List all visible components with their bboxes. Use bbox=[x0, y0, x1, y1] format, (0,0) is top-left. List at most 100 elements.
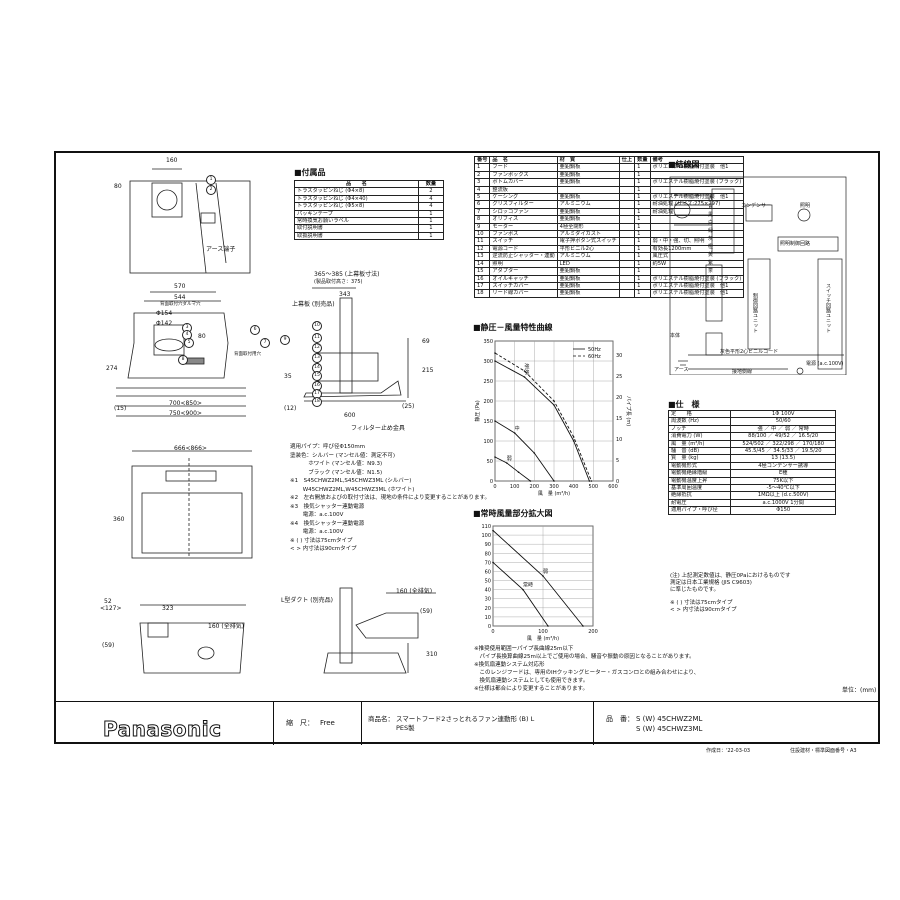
series-label: 常時 bbox=[523, 582, 533, 589]
y-tick-label: 0 bbox=[490, 479, 493, 485]
callout-circle-12: 12 bbox=[312, 343, 322, 353]
accessories-cell: トラスタッピンねじ (Φ4×8) bbox=[294, 187, 419, 196]
parts-cell: 4 bbox=[473, 185, 491, 195]
general-note: ※3 換気シャッター連動電源 bbox=[290, 503, 365, 510]
front-callout-dia154: Φ154 bbox=[156, 310, 173, 317]
y-tick-label: 80 bbox=[485, 551, 491, 557]
parts-cell bbox=[618, 252, 636, 261]
parts-cell: 12 bbox=[473, 244, 491, 254]
spec-cell: 電動機温度上昇 bbox=[667, 476, 732, 486]
callout-circle-2: 2 bbox=[206, 185, 216, 195]
series-label: 強 bbox=[525, 363, 530, 370]
spec-cell: 質 量 (kg) bbox=[667, 454, 732, 463]
y-tick-label: 10 bbox=[485, 615, 491, 621]
parts-cell: 1 bbox=[634, 267, 651, 276]
general-note: ※1 S45CHWZ2ML,S45CHWZ3ML (シルバー) bbox=[290, 478, 412, 484]
y2-tick-label: 10 bbox=[616, 437, 622, 443]
callout-circle-1: 1 bbox=[206, 175, 216, 185]
accessories-cell: トラスタッピンねじ (Φ5×8) bbox=[294, 202, 419, 211]
series-point bbox=[513, 432, 516, 434]
series-label: 弱 bbox=[507, 456, 512, 462]
series-point bbox=[533, 452, 536, 454]
dim-top-height: 80 bbox=[114, 183, 122, 190]
parts-cell: 1 bbox=[634, 252, 651, 261]
parts-cell: ケーシング bbox=[489, 193, 558, 202]
series-point bbox=[494, 456, 496, 458]
dim-666: 666<866> bbox=[174, 445, 207, 452]
accessories-cell: 取付説明書 bbox=[294, 224, 419, 233]
x-tick-label: 100 bbox=[538, 629, 548, 635]
series-line bbox=[494, 456, 531, 482]
parts-cell: フード bbox=[489, 163, 558, 172]
series-point bbox=[522, 588, 524, 591]
parts-cell: 亜鉛鋼板 bbox=[556, 207, 620, 217]
series-point bbox=[547, 625, 549, 627]
parts-cell: 1 bbox=[634, 274, 651, 283]
parts-cell bbox=[618, 244, 636, 254]
y2-tick-label: 30 bbox=[616, 353, 622, 359]
parts-cell bbox=[618, 215, 636, 224]
bottom-note: パイプ長換算曲線25m以上でご使用の場合、騒音や振動の原因となることがあります。 bbox=[474, 654, 695, 660]
accessories-cell: パッキンテープ bbox=[294, 209, 419, 219]
parts-cell: アルミニウム bbox=[556, 200, 620, 209]
parts-cell: 照明 bbox=[489, 259, 558, 269]
side-dim-25: (25) bbox=[402, 403, 415, 410]
accessories-title: ■付属品 bbox=[294, 168, 326, 177]
callout-circle-9: 9 bbox=[280, 335, 290, 345]
parts-cell: アダプター bbox=[489, 267, 558, 276]
parts-cell: 13 bbox=[473, 252, 491, 261]
series-point bbox=[572, 440, 575, 442]
bottom-note: ※換気扇連動システム対応形 bbox=[474, 662, 545, 668]
series-point bbox=[553, 480, 555, 482]
wiring-power: 電源 (a.c.100V) bbox=[806, 361, 844, 367]
parts-cell: 亜鉛鋼板 bbox=[556, 178, 620, 187]
parts-cell: スイッチ bbox=[489, 237, 558, 246]
parts-cell: 1 bbox=[634, 281, 651, 291]
spec-cell: 13 (13.5) bbox=[730, 454, 836, 463]
spec-note: < > 内寸法は90cmタイプ bbox=[670, 607, 737, 613]
spec-cell: 適用パイプ・呼び径 bbox=[667, 506, 732, 515]
spec-cell: -5～40℃以下 bbox=[730, 484, 836, 493]
model-cell: 品 番： S (W) 45CHWZ2ML S (W) 45CHWZ3ML bbox=[594, 702, 878, 745]
parts-cell: 11 bbox=[473, 237, 491, 246]
parts-cell bbox=[618, 193, 636, 202]
accessories-cell: 常時換気お願いラベル bbox=[294, 217, 419, 226]
spec-cell: 電動機形式 bbox=[667, 461, 732, 471]
parts-cell: 1 bbox=[634, 170, 651, 180]
accessories-cell: 1 bbox=[417, 217, 445, 226]
series-point bbox=[582, 625, 584, 627]
parts-cell: 約5W bbox=[649, 259, 745, 269]
parts-cell: オリフィス bbox=[489, 215, 558, 224]
spec-cell: a.c.1000V 1分間 bbox=[730, 498, 836, 508]
x-tick-label: 300 bbox=[549, 484, 559, 490]
parts-cell: 亜鉛鋼板 bbox=[556, 281, 620, 291]
parts-cell: 弱・中・強、切、照明 bbox=[649, 237, 745, 246]
parts-cell bbox=[618, 178, 636, 187]
spec-title: ■仕 様 bbox=[668, 400, 700, 409]
series-label: 弱 bbox=[543, 569, 548, 575]
spec-note: 測定は日本工業規格 (JIS C9603) bbox=[670, 580, 752, 586]
general-note: 適用パイプ：呼び径Φ150mm bbox=[290, 444, 366, 450]
dim-15: (15) bbox=[114, 405, 127, 412]
wire-color-label: 黒 bbox=[708, 212, 714, 218]
front-callout-rear-hole: 背面取付用穴 bbox=[234, 352, 261, 357]
dim-59: (59) bbox=[102, 642, 115, 649]
parts-cell: 17 bbox=[473, 281, 491, 291]
lower-side-dim-59: (59) bbox=[420, 608, 433, 615]
wiring-light: 照明 bbox=[800, 203, 811, 209]
wire-color-label: 橙 bbox=[708, 244, 714, 250]
series-point bbox=[492, 529, 494, 532]
parts-cell: 1 bbox=[634, 259, 651, 269]
y-axis-label: 静圧 (Pa) bbox=[474, 400, 481, 421]
y2-tick-label: 0 bbox=[616, 479, 619, 485]
wiring-body: 本体 bbox=[670, 333, 681, 339]
parts-cell: ポリエステル樹脂焼付塗装 他1 bbox=[649, 281, 745, 291]
parts-cell: 1 bbox=[634, 244, 651, 254]
parts-cell bbox=[618, 281, 636, 291]
x-axis-label: 風 量 (m³/h) bbox=[527, 635, 559, 642]
